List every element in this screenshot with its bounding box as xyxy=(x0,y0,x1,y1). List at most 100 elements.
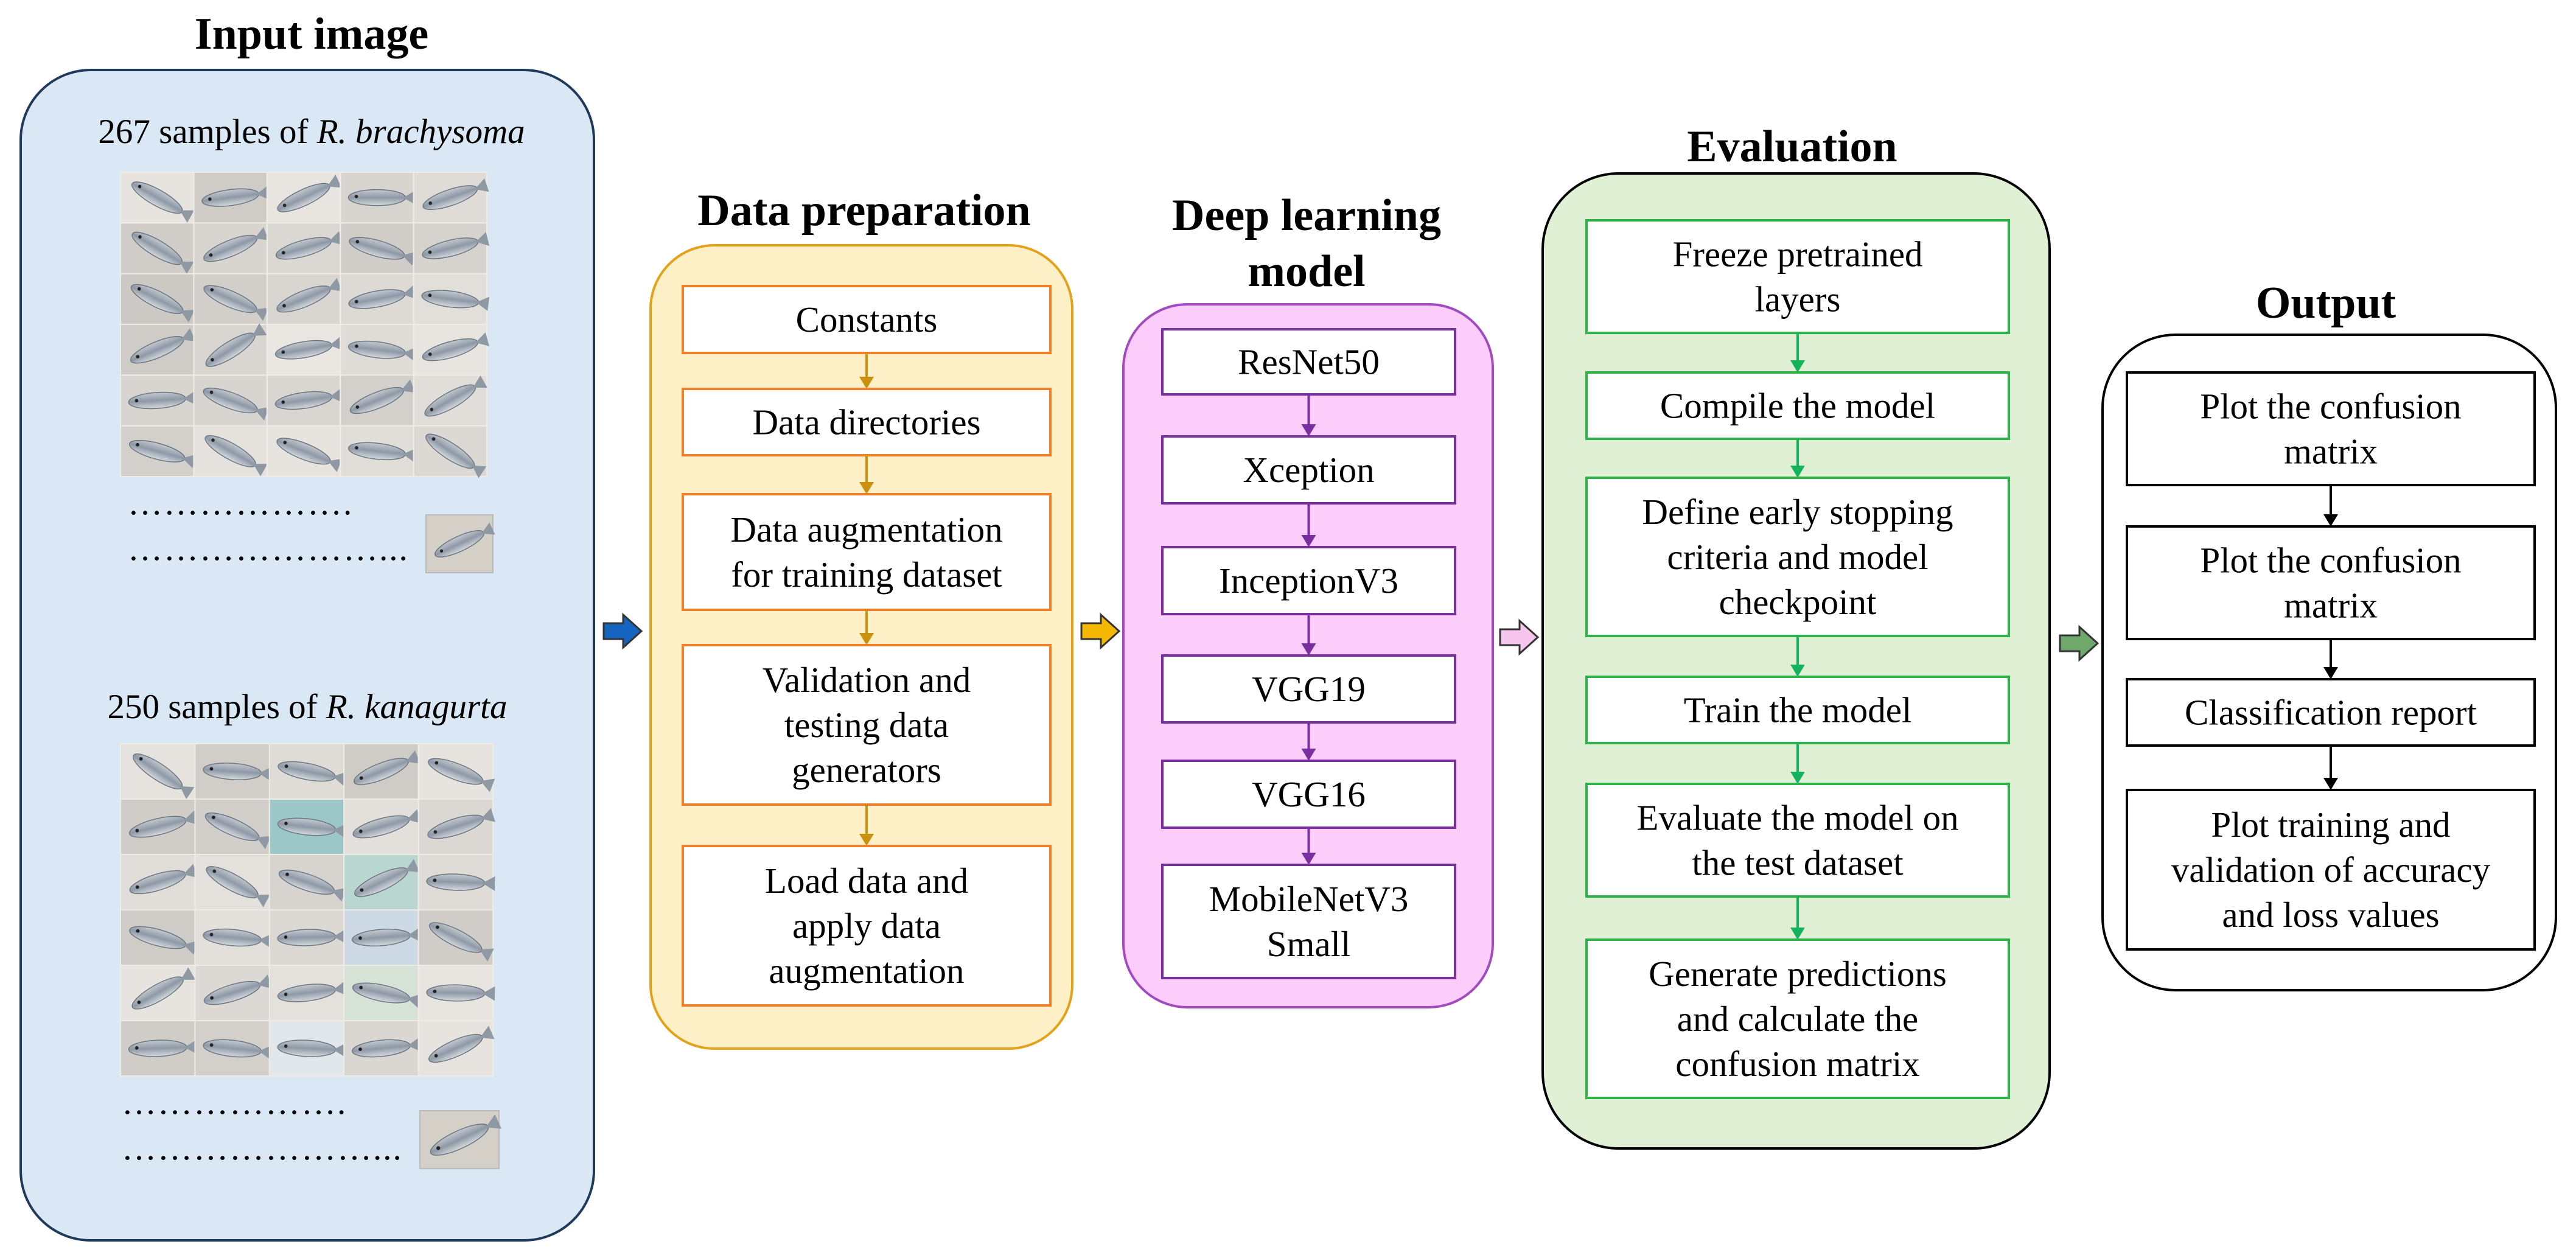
evaluation-step-label: the test dataset xyxy=(1692,843,1904,883)
fish-photo-mosaic-1 xyxy=(120,172,490,478)
down-arrow-icon xyxy=(1301,503,1316,547)
output-step-box xyxy=(2126,678,2536,747)
data-preparation-step-label: testing data xyxy=(784,705,949,745)
evaluation-step-1: Freeze pretrained layers xyxy=(1585,219,2010,334)
deep-learning-model-steps: ResNet50XceptionInceptionV3VGG19VGG16Mob… xyxy=(1161,328,1456,979)
evaluation-step-label: and calculate the xyxy=(1677,999,1918,1039)
evaluation-step-label: checkpoint xyxy=(1719,582,1877,622)
evaluation-step-label: Define early stopping xyxy=(1642,492,1953,532)
down-arrow-icon xyxy=(1301,828,1316,865)
sample-count-prefix-2: 250 samples of xyxy=(107,688,326,726)
fish-photo-mosaic-2 xyxy=(120,743,495,1077)
right-block-arrow-icon xyxy=(1080,612,1121,650)
deep-learning-model-step-2: Xception xyxy=(1161,435,1456,505)
deep-learning-model-step-label: ResNet50 xyxy=(1238,342,1380,382)
input-title: Input image xyxy=(195,9,428,59)
deep-learning-model-step-label: Small xyxy=(1267,924,1351,964)
down-arrow-icon xyxy=(2323,639,2338,679)
output-step-label: Classification report xyxy=(2185,693,2477,733)
input-panel: Input image 267 samples of R. brachysoma… xyxy=(19,9,595,1242)
down-arrow-icon xyxy=(1790,636,1805,677)
data-preparation-title: Data preparation xyxy=(697,186,1030,236)
evaluation-step-label: layers xyxy=(1755,279,1841,320)
output-step-label: validation of accuracy xyxy=(2171,850,2491,890)
data-preparation-step-label: Constants xyxy=(796,299,938,340)
down-arrow-icon xyxy=(1301,394,1316,436)
deep-learning-model-panel: Deep learning model ResNet50XceptionInce… xyxy=(1122,190,1494,1008)
output-step-box xyxy=(2126,525,2536,640)
output-step-label: Plot the confusion xyxy=(2200,386,2461,427)
sample-count-label-1: 267 samples of R. brachysoma xyxy=(98,113,525,151)
deep-learning-model-step-4: VGG19 xyxy=(1161,654,1456,724)
down-arrow-icon xyxy=(1790,896,1805,940)
down-arrow-icon xyxy=(1301,614,1316,655)
data-preparation-step-label: generators xyxy=(792,750,941,790)
down-arrow-icon xyxy=(2323,485,2338,526)
output-step-1: Plot the confusion matrix xyxy=(2126,371,2536,486)
ellipsis-row-2a: ………………. xyxy=(122,1083,347,1122)
evaluation-step-5: Evaluate the model on the test dataset xyxy=(1585,783,2010,898)
deep-learning-model-step-label: VGG16 xyxy=(1252,774,1366,814)
deep-learning-model-title-line-1: Deep learning xyxy=(1172,190,1441,240)
evaluation-step-4: Train the model xyxy=(1585,676,2010,744)
fish-photo-icon xyxy=(425,514,495,573)
data-preparation-step-label: Data directories xyxy=(752,402,980,442)
deep-learning-model-step-box xyxy=(1161,654,1456,724)
deep-learning-model-step-box xyxy=(1161,760,1456,829)
output-title: Output xyxy=(2256,278,2396,328)
data-preparation-step-label: Data augmentation xyxy=(730,509,1002,550)
down-arrow-icon xyxy=(1301,722,1316,761)
right-block-arrow-icon xyxy=(2059,624,2100,662)
sample-count-label-2: 250 samples of R. kanagurta xyxy=(107,688,507,726)
right-block-arrow-icon xyxy=(1499,618,1540,656)
species-name-1: R. brachysoma xyxy=(316,113,525,151)
evaluation-title: Evaluation xyxy=(1687,122,1897,172)
deep-learning-model-step-label: Xception xyxy=(1243,450,1374,490)
data-preparation-step-box xyxy=(682,388,1052,456)
evaluation-step-3: Define early stopping criteria and model c… xyxy=(1585,477,2010,637)
data-preparation-step-label: Load data and xyxy=(765,861,968,901)
output-step-label: matrix xyxy=(2284,585,2378,626)
stage-connector-arrows xyxy=(602,612,2100,662)
output-step-4: Plot training and validation of accuracy a… xyxy=(2126,789,2536,951)
deep-learning-model-step-box xyxy=(1161,328,1456,396)
evaluation-step-label: Train the model xyxy=(1684,690,1912,730)
evaluation-step-box xyxy=(1585,371,2010,440)
down-arrow-icon xyxy=(859,455,874,494)
evaluation-step-label: criteria and model xyxy=(1667,537,1928,577)
output-step-label: Plot training and xyxy=(2211,805,2450,845)
down-arrow-icon xyxy=(1790,439,1805,478)
down-arrow-icon xyxy=(2323,746,2338,790)
evaluation-step-box xyxy=(1585,477,2010,637)
evaluation-step-label: Generate predictions xyxy=(1649,954,1947,994)
output-step-label: and loss values xyxy=(2222,895,2439,935)
evaluation-step-label: Evaluate the model on xyxy=(1636,798,1958,838)
fish-photo-icon xyxy=(419,1110,502,1169)
evaluation-step-box xyxy=(1585,676,2010,744)
deep-learning-model-title-line-2: model xyxy=(1248,246,1365,296)
evaluation-step-box xyxy=(1585,783,2010,898)
ellipsis-row-1a: ………………. xyxy=(128,484,353,522)
data-preparation-step-label: augmentation xyxy=(769,951,964,991)
down-arrow-icon xyxy=(1790,333,1805,372)
data-preparation-step-label: Validation and xyxy=(763,660,971,700)
output-step-label: matrix xyxy=(2284,432,2378,472)
sample-count-prefix-1: 267 samples of xyxy=(98,113,316,151)
species-name-2: R. kanagurta xyxy=(326,688,508,726)
ellipsis-row-1b: …………………... xyxy=(128,529,409,568)
evaluation-step-label: Freeze pretrained xyxy=(1672,234,1922,274)
evaluation-panel: Evaluation Freeze pretrainedlayersCompil… xyxy=(1541,122,2051,1150)
data-preparation-step-2: Data directories xyxy=(682,388,1052,456)
evaluation-step-box xyxy=(1585,938,2010,1099)
data-preparation-step-label: for training dataset xyxy=(731,554,1002,595)
right-block-arrow-icon xyxy=(602,612,643,650)
deep-learning-model-step-5: VGG16 xyxy=(1161,760,1456,829)
